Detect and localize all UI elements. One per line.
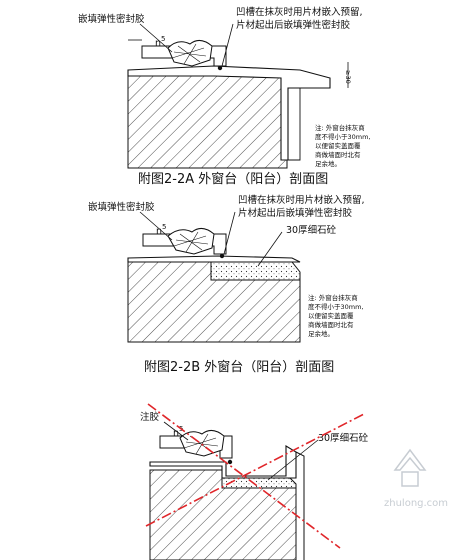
svg-text:以便留实盖面覆: 以便留实盖面覆 [308, 311, 354, 320]
leader-right [221, 23, 234, 67]
caption-2a: 附图2-2A 外窗台（阳台）剖面图 [138, 171, 328, 187]
sealant-bead [219, 253, 225, 259]
label-groove-line-1: 凹槽在抹灰时用片材嵌入预留, [236, 6, 363, 18]
frame-profile [179, 430, 225, 457]
note-2a: 注: 外窗台抹灰商 度不得小于30mm, 以便留实盖面覆 商做墙面时北有 足余地… [315, 123, 371, 168]
wall-section [127, 74, 288, 169]
label-sealant-left: 嵌填弹性密封胶 [78, 13, 145, 25]
svg-text:商做墙面时北有: 商做墙面时北有 [315, 150, 361, 159]
leader-left [139, 23, 173, 53]
leader-left [163, 421, 189, 441]
watermark-logo-icon [393, 448, 427, 487]
frame-profile-detail [173, 231, 209, 253]
sealant-bead [227, 459, 233, 465]
dim-text: ≥30 [344, 70, 352, 84]
leader-fill [257, 231, 283, 267]
svg-text:度不得小于30mm,: 度不得小于30mm, [308, 302, 364, 311]
watermark-text: zhulong.com [384, 498, 448, 509]
label-sealant-left: 嵌填弹性密封胶 [88, 201, 155, 213]
leader-right [223, 211, 236, 255]
figure-2a: ≥30 注: 外窗台抹灰商 度不得小于30mm, 以便留实盖面覆 商做墙面时北有… [78, 6, 371, 187]
frame-profile [167, 228, 215, 255]
sill-plaster [127, 255, 301, 263]
figure-2b: 注: 外窗台抹灰商 度不得小于30mm, 以便留实盖面覆 商做墙面时北有 足余地… [88, 194, 365, 375]
caption-2b: 附图2-2B 外窗台（阳台）剖面图 [144, 359, 334, 375]
svg-text:度不得小于30mm,: 度不得小于30mm, [315, 132, 371, 141]
fine-concrete-fill [210, 261, 301, 281]
label-fill: 30厚细石砼 [286, 224, 337, 236]
sill-plaster-face [287, 87, 301, 161]
cross-line-2 [145, 413, 365, 527]
note-2b: 注: 外窗台抹灰商 度不得小于30mm, 以便留实盖面覆 商做墙面时北有 足余地… [308, 293, 364, 338]
fine-concrete-fill [221, 477, 297, 489]
svg-text:商做墙面时北有: 商做墙面时北有 [308, 320, 354, 329]
label-n: n5 [155, 35, 166, 49]
label-fill: 30厚细石砼 [318, 432, 369, 444]
figure-2c: 注胶 30厚细石砼 n5 [140, 403, 369, 560]
svg-text:注: 外窗台抹灰商: 注: 外窗台抹灰商 [315, 123, 365, 132]
svg-text:足余地。: 足余地。 [308, 329, 334, 338]
watermark: zhulong.com [384, 448, 448, 509]
frame-profile-detail [171, 43, 207, 65]
frame-profile [167, 40, 213, 67]
label-groove-line-2: 片材起出后嵌填弹性密封胶 [236, 19, 351, 31]
svg-text:注: 外窗台抹灰商: 注: 外窗台抹灰商 [308, 293, 358, 302]
leader-fill [267, 439, 319, 481]
leader-left [139, 211, 173, 241]
svg-text:以便留实盖面覆: 以便留实盖面覆 [315, 141, 361, 150]
sealant-bead [217, 65, 223, 71]
sill-plaster [149, 445, 297, 479]
label-inject: 注胶 [140, 411, 160, 423]
svg-text:足余地。: 足余地。 [315, 159, 341, 168]
label-n: n5 [156, 223, 167, 237]
label-groove-line-2: 片材起出后嵌填弹性密封胶 [238, 207, 353, 219]
plaster-outer [295, 451, 305, 560]
label-groove-line-1: 凹槽在抹灰时用片材嵌入预留, [238, 194, 365, 206]
cross-line-1 [147, 403, 341, 549]
